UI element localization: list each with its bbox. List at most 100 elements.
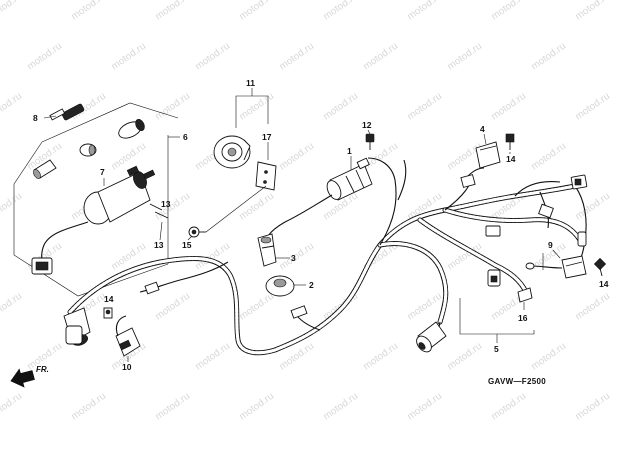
front-label: FR. <box>36 365 49 374</box>
watermark-text: motod.ru <box>573 391 612 423</box>
callout-4: 4 <box>480 124 485 134</box>
callout-11: 11 <box>246 78 255 88</box>
callout-14-upper: 14 <box>506 154 516 164</box>
watermark-text: motod.ru <box>321 391 360 423</box>
callout-17: 17 <box>262 132 272 142</box>
ignition-coil-part <box>267 157 373 237</box>
watermark-text: motod.ru <box>489 391 528 423</box>
group-6-left-edge <box>13 141 43 185</box>
watermark-text: motod.ru <box>321 91 360 123</box>
headlight-connector-part <box>63 307 91 346</box>
callout-15: 15 <box>182 240 192 250</box>
watermark-text: motod.ru <box>573 291 612 323</box>
callout-1: 1 <box>347 146 352 156</box>
group-6-bracket <box>41 102 179 143</box>
leader-13-b <box>159 221 163 241</box>
front-arrow-icon <box>10 368 35 388</box>
callout-13-a: 13 <box>161 199 171 209</box>
callout-10: 10 <box>122 362 132 372</box>
watermark-text: motod.ru <box>0 91 24 123</box>
watermark-text: motod.ru <box>405 291 444 323</box>
ground-screw-14-left-part <box>103 307 113 319</box>
watermark-text: motod.ru <box>153 191 192 223</box>
watermark-text: motod.ru <box>529 141 568 173</box>
horn-bracket-part <box>255 161 277 191</box>
right-connectors-part <box>485 174 588 247</box>
screw-13-part <box>149 203 169 219</box>
leader-9 <box>552 249 561 259</box>
main-harness <box>67 183 583 356</box>
watermark-text: motod.ru <box>277 41 316 73</box>
figure-code: GAVW—F2500 <box>488 377 546 386</box>
watermark-text: motod.ru <box>237 291 276 323</box>
callout-16: 16 <box>518 313 528 323</box>
watermark-text: motod.ru <box>489 91 528 123</box>
bottom-connector-part <box>416 321 447 353</box>
watermark-text: motod.ru <box>237 0 276 22</box>
watermark-text: motod.ru <box>237 191 276 223</box>
watermark-text: motod.ru <box>489 0 528 22</box>
watermark-text: motod.ru <box>405 391 444 423</box>
callout-2: 2 <box>309 280 314 290</box>
grommet-part <box>265 275 295 297</box>
watermark-text: motod.ru <box>405 91 444 123</box>
callout-labels: 1 2 3 4 5 6 7 8 9 10 11 12 13 13 14 14 1… <box>33 78 609 372</box>
relay-4-part <box>460 141 501 188</box>
watermark-text: motod.ru <box>529 341 568 373</box>
watermark-text: motod.ru <box>0 391 24 423</box>
watermark-text: motod.ru <box>573 191 612 223</box>
callout-14-left: 14 <box>104 294 114 304</box>
watermark-text: motod.ru <box>277 241 316 273</box>
watermark-text: motod.ru <box>321 0 360 22</box>
watermark-text: motod.ru <box>361 41 400 73</box>
watermark-text: motod.ru <box>153 391 192 423</box>
bolt-15-part <box>188 226 206 238</box>
connector-10-part <box>115 315 141 357</box>
spark-plug-cap-part <box>257 233 277 267</box>
callout-8: 8 <box>33 113 38 123</box>
watermark-text: motod.ru <box>237 91 276 123</box>
watermark-text: motod.ru <box>573 91 612 123</box>
callout-7: 7 <box>100 167 105 177</box>
leader-12 <box>367 129 371 135</box>
watermark-text: motod.ru <box>361 141 400 173</box>
watermark-text: motod.ru <box>25 41 64 73</box>
watermark-text: motod.ru <box>529 41 568 73</box>
leader-horn-wire <box>205 185 267 233</box>
watermark-text: motod.ru <box>69 391 108 423</box>
leader-15 <box>187 235 193 241</box>
watermark-text: motod.ru <box>193 341 232 373</box>
watermark-text: motod.ru <box>69 0 108 22</box>
watermark-text: motod.ru <box>153 291 192 323</box>
watermark-text: motod.ru <box>573 0 612 22</box>
watermark-text: motod.ru <box>153 91 192 123</box>
clip-16-part <box>517 287 533 303</box>
front-direction-indicator: FR. <box>10 365 49 388</box>
leader-8 <box>43 115 57 119</box>
watermark-text: motod.ru <box>237 391 276 423</box>
callout-6: 6 <box>183 132 188 142</box>
ignition-switch-part <box>31 165 156 275</box>
watermark-text: motod.ru <box>0 291 24 323</box>
watermark-text: motod.ru <box>405 0 444 22</box>
watermark-text: motod.ru <box>0 0 24 22</box>
horn-part <box>213 135 251 169</box>
watermark-text: motod.ru <box>109 141 148 173</box>
watermark-text: motod.ru <box>193 41 232 73</box>
harness-connector-parts <box>144 269 501 319</box>
unit-9-part <box>525 255 587 279</box>
callout-14-right: 14 <box>599 279 609 289</box>
key-part <box>49 103 85 121</box>
lock-cylinder-part <box>33 119 145 179</box>
bolt-12-part <box>365 133 375 150</box>
callout-5: 5 <box>494 344 499 354</box>
callout-12: 12 <box>362 120 372 130</box>
bolt-14-upper-part <box>505 133 515 150</box>
leader-4 <box>483 133 487 145</box>
watermark-text: motod.ru <box>361 341 400 373</box>
watermark-text: motod.ru <box>277 141 316 173</box>
bolt-14-right-part <box>593 257 607 277</box>
watermark-text: motod.ru <box>445 41 484 73</box>
watermark-text: motod.ru <box>153 0 192 22</box>
